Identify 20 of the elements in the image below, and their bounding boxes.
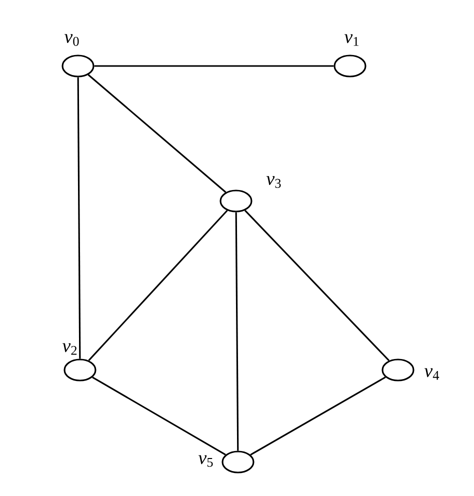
vertex-ellipse <box>62 54 94 78</box>
vertex-label: v$_{0}$ <box>64 34 79 46</box>
edge-line <box>88 74 226 193</box>
edge-line <box>94 65 334 67</box>
vertex-label: v$_{5}$ <box>198 455 213 467</box>
vertex-ellipse <box>222 450 254 474</box>
vertex-ellipse <box>64 358 96 382</box>
vertex-ellipse <box>334 54 366 78</box>
edge-line <box>250 376 386 456</box>
edge-line <box>88 210 228 362</box>
edge-line <box>92 376 226 456</box>
edge-line <box>77 77 81 359</box>
edge-line <box>235 212 239 451</box>
vertex-ellipse <box>382 358 414 382</box>
vertex-ellipse <box>220 190 252 212</box>
vertex-label: v$_{3}$ <box>266 176 281 188</box>
vertex-label: v$_{2}$ <box>62 343 77 355</box>
vertex-label: v$_{1}$ <box>344 34 358 46</box>
vertex-label: v$_{4}$ <box>424 368 440 380</box>
edge-line <box>244 210 390 362</box>
